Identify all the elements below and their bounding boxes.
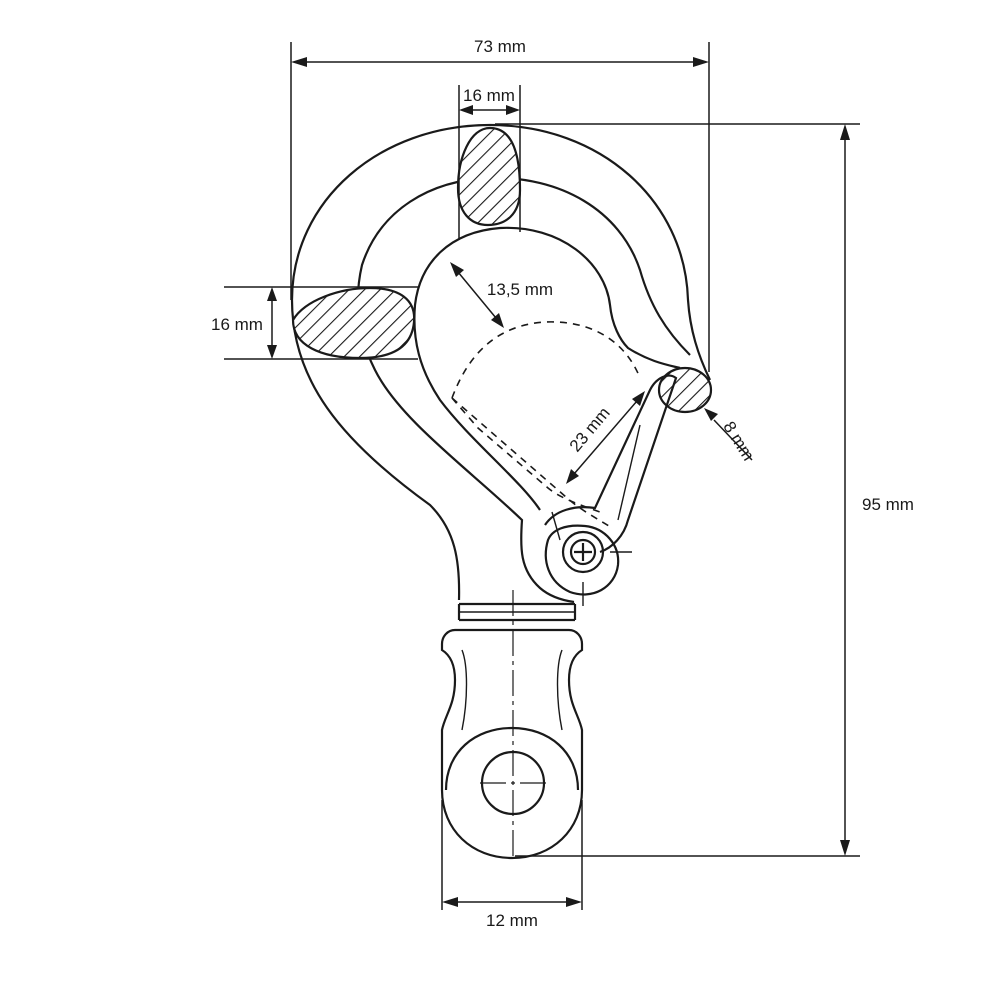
- nose-cross-section: [657, 366, 713, 414]
- dimension-label: 16 mm: [211, 315, 263, 334]
- dimension-label: 16 mm: [463, 86, 515, 105]
- dimension-eye-width: 12 mm: [441, 800, 583, 930]
- arrowhead: [450, 262, 464, 277]
- dimension-overall-height: 95 mm: [495, 123, 914, 857]
- dimension-throat-radius: 13,5 mm: [450, 262, 553, 328]
- latch-spring-line: [551, 511, 561, 541]
- arrowhead: [506, 105, 520, 115]
- dimension-side-section: 16 mm: [211, 286, 418, 360]
- dimension-label: 73 mm: [474, 37, 526, 56]
- arrowhead: [840, 840, 850, 856]
- hook-outer-contour: [290, 123, 711, 601]
- safety-latch: [451, 321, 678, 606]
- dimension-label: 13,5 mm: [487, 280, 553, 299]
- latch-outline: [544, 374, 678, 554]
- arrowhead: [693, 57, 709, 67]
- dimension-overall-width: 73 mm: [290, 37, 710, 372]
- swivel-eye-ring: [444, 726, 580, 791]
- dimension-line: [457, 271, 497, 319]
- dimension-line: [573, 400, 638, 475]
- leader-line: [713, 419, 753, 461]
- dimension-label: 12 mm: [486, 911, 538, 930]
- dimension-label: 95 mm: [862, 495, 914, 514]
- hook-throat: [413, 226, 681, 511]
- arrowhead: [267, 287, 277, 301]
- swivel-eye-outline: [440, 628, 584, 860]
- latch-open-outline-2: [451, 397, 601, 513]
- arrowhead: [840, 124, 850, 140]
- swivel-eye: [440, 590, 584, 860]
- swivel-eye-inner-left: [461, 649, 468, 731]
- dimension-gate-opening: 23 mm: [566, 391, 645, 484]
- dimension-top-section: 16 mm: [458, 85, 521, 240]
- arrowhead: [704, 408, 718, 421]
- top-cross-section: [456, 126, 522, 227]
- latch-open-outline: [451, 397, 613, 529]
- latch-open-arc: [451, 321, 641, 399]
- swivel-eye-inner-right: [556, 649, 563, 731]
- dimension-nose-diameter: 8 mm: [704, 408, 758, 464]
- arrowhead: [459, 105, 473, 115]
- dimension-label: 8 mm: [719, 418, 758, 464]
- arrowhead: [632, 391, 645, 406]
- arrowhead: [267, 345, 277, 359]
- arrowhead: [491, 313, 504, 328]
- hook-body: [290, 123, 711, 622]
- pivot-housing: [544, 524, 620, 596]
- dimension-label: 23 mm: [566, 403, 614, 455]
- pivot-rivet: [569, 538, 597, 566]
- side-cross-section: [291, 286, 416, 360]
- arrowhead: [442, 897, 458, 907]
- pivot-ring: [561, 530, 605, 574]
- arrowhead: [566, 897, 582, 907]
- hook-inner-contour: [356, 176, 691, 604]
- arrowhead: [291, 57, 307, 67]
- latch-inner-edge: [617, 424, 641, 521]
- arrowhead: [566, 469, 579, 484]
